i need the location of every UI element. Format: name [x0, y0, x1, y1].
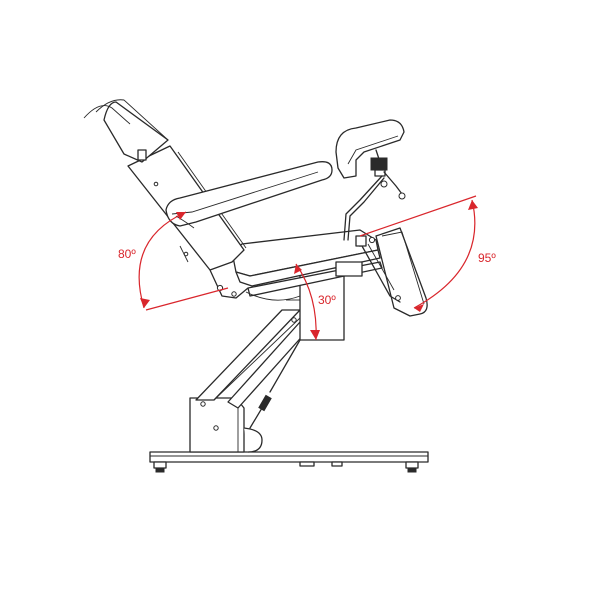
legrest	[335, 227, 428, 317]
arrowhead	[140, 298, 150, 308]
backrest-angle-annotation	[138, 211, 229, 311]
arrowhead	[294, 264, 302, 274]
seat-angle-annotation	[294, 263, 320, 341]
arrowhead	[468, 200, 478, 210]
arrowhead	[414, 304, 424, 312]
headrest	[83, 99, 169, 163]
leg-support-bar	[335, 119, 406, 241]
lift-arms	[195, 309, 307, 429]
chair-base	[149, 451, 429, 473]
arrowhead	[176, 212, 186, 220]
armrest	[165, 161, 333, 229]
legrest-angle-label: 95º	[478, 251, 496, 265]
backrest-angle-label: 80º	[118, 247, 136, 261]
seat-angle-label: 30º	[318, 293, 336, 307]
legrest-angle-annotation	[359, 195, 478, 312]
column-housing	[189, 397, 263, 453]
arrowhead	[310, 330, 320, 340]
